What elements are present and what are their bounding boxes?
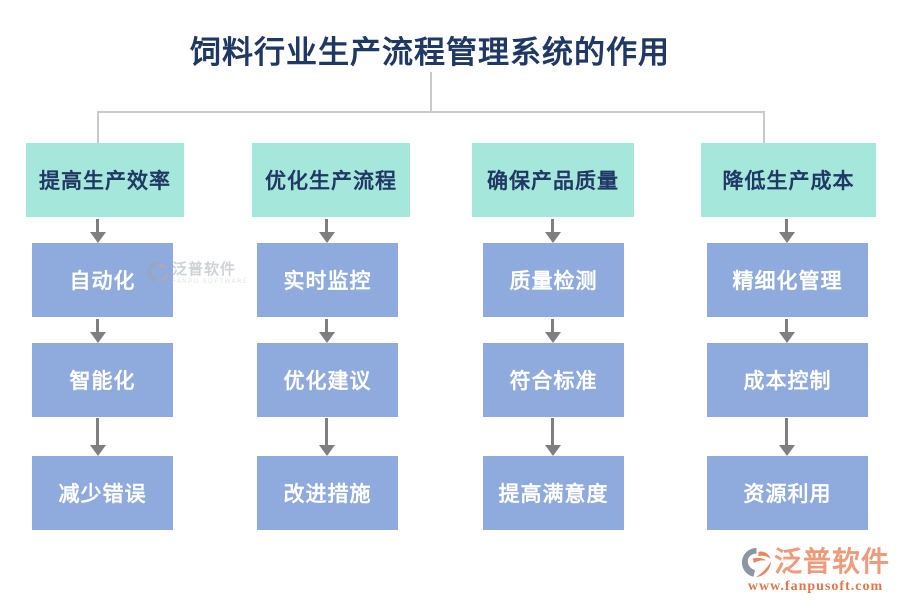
watermark-text: 泛普软件 (172, 261, 237, 278)
down-arrow-icon (325, 418, 328, 446)
column-header-optimize-process: 优化生产流程 (252, 143, 410, 217)
flow-node: 改进措施 (257, 456, 398, 530)
flow-node: 符合标准 (483, 343, 624, 417)
flow-node: 优化建议 (257, 343, 398, 417)
column-header-improve-efficiency: 提高生产效率 (26, 143, 184, 217)
brand-url: www.fanpusoft.com (747, 579, 884, 594)
column-header-ensure-quality: 确保产品质量 (472, 143, 634, 217)
flow-node: 精细化管理 (707, 243, 868, 317)
flow-node: 自动化 (32, 243, 173, 317)
watermark-logo-icon (147, 261, 169, 283)
down-arrow-icon (96, 219, 99, 233)
flow-node: 成本控制 (707, 343, 868, 417)
column-header-reduce-cost: 降低生产成本 (701, 143, 876, 217)
down-arrow-icon (325, 219, 328, 233)
footer-brand: 泛普软件 www.fanpusoft.com (741, 546, 890, 595)
flow-node: 减少错误 (32, 456, 173, 530)
down-arrow-icon (96, 418, 99, 446)
down-arrow-icon (785, 219, 788, 233)
connector-line (97, 111, 99, 144)
fanpu-logo-icon (741, 547, 772, 578)
down-arrow-icon (96, 319, 99, 333)
down-arrow-icon (551, 418, 554, 446)
down-arrow-icon (785, 319, 788, 333)
watermark-subtext: FANPU SOFTWARE (172, 279, 249, 285)
flow-node: 质量检测 (483, 243, 624, 317)
page-title: 饲料行业生产流程管理系统的作用 (190, 35, 670, 70)
flow-node: 智能化 (32, 343, 173, 417)
flow-node: 资源利用 (707, 456, 868, 530)
down-arrow-icon (551, 319, 554, 333)
brand-name: 泛普软件 (773, 546, 890, 577)
down-arrow-icon (785, 418, 788, 446)
connector-line (430, 72, 432, 112)
watermark: 泛普软件 FANPU SOFTWARE (147, 261, 248, 286)
flow-node: 提高满意度 (483, 456, 624, 530)
connector-line (763, 111, 765, 144)
down-arrow-icon (551, 219, 554, 233)
flow-node: 实时监控 (257, 243, 398, 317)
connector-line (97, 111, 765, 113)
down-arrow-icon (325, 319, 328, 333)
